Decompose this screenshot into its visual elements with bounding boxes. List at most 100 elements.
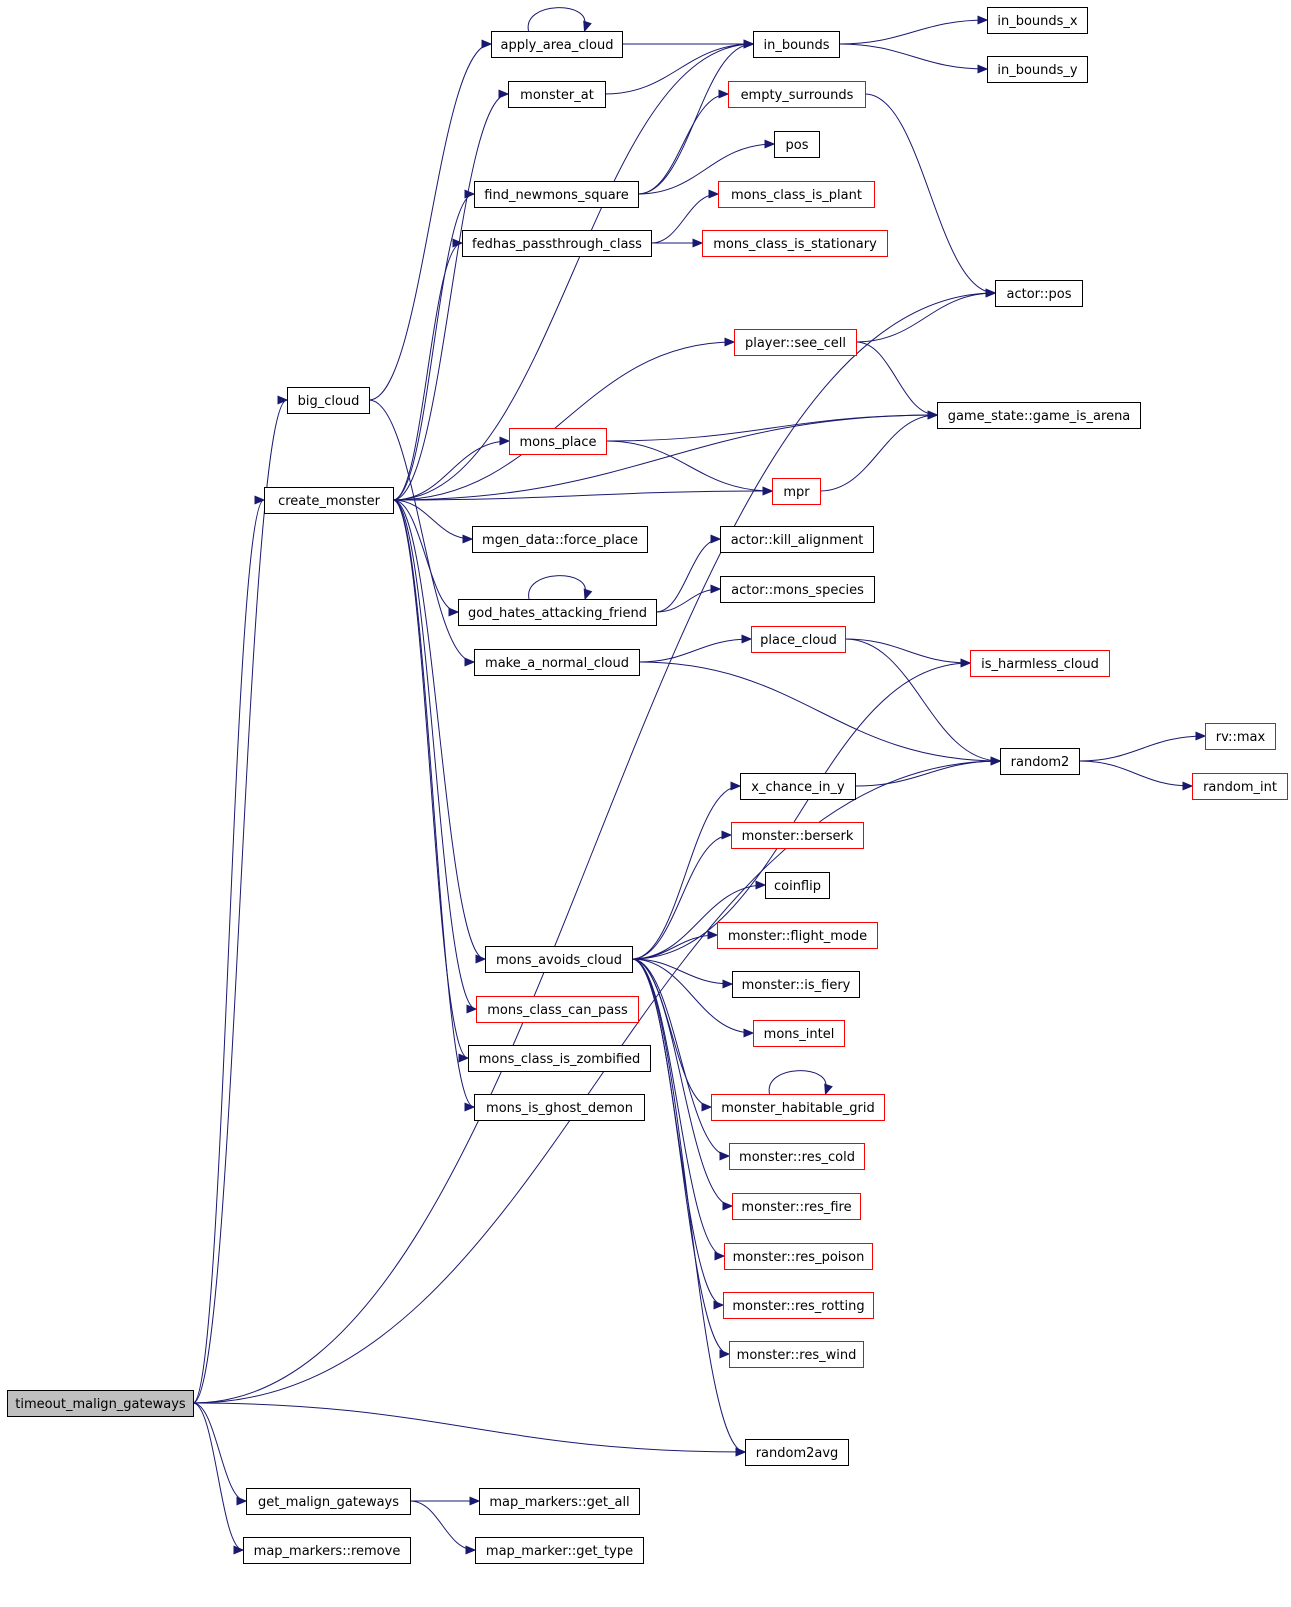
node-fedhas-passthrough-class[interactable]: fedhas_passthrough_class [462, 230, 652, 257]
node-label: rv::max [1216, 730, 1266, 745]
node-kill-alignment[interactable]: actor::kill_alignment [720, 526, 874, 553]
node-create-monster[interactable]: create_monster [264, 487, 394, 514]
node-res-wind[interactable]: monster::res_wind [729, 1341, 864, 1368]
node-label: pos [786, 138, 809, 153]
node-label: monster::res_wind [737, 1348, 857, 1363]
node-mons-class-is-plant[interactable]: mons_class_is_plant [718, 181, 875, 208]
node-label: random_int [1203, 780, 1277, 795]
node-label: mons_is_ghost_demon [486, 1101, 633, 1116]
node-mons-avoids-cloud[interactable]: mons_avoids_cloud [485, 946, 633, 973]
edge-mons-avoids-cloud-to-is-harmless-cloud [631, 658, 972, 960]
edge-mons-avoids-cloud-to-mons-intel-arrowhead [743, 1028, 755, 1038]
node-mons-class-is-zombified[interactable]: mons_class_is_zombified [468, 1045, 651, 1072]
edge-random2-to-random-int-arrowhead [1182, 781, 1194, 791]
edge-find-newmons-square-to-empty-surrounds [637, 89, 730, 195]
node-label: coinflip [774, 879, 821, 894]
node-box [468, 1045, 651, 1072]
node-coinflip[interactable]: coinflip [765, 872, 830, 899]
node-box [772, 478, 821, 505]
node-res-rotting[interactable]: monster::res_rotting [723, 1292, 874, 1319]
node-label: player::see_cell [745, 336, 846, 351]
node-res-poison[interactable]: monster::res_poison [724, 1243, 873, 1270]
edge-find-newmons-square-to-empty-surrounds-line [637, 93, 729, 195]
node-empty-surrounds[interactable]: empty_surrounds [728, 81, 866, 108]
node-flight-mode[interactable]: monster::flight_mode [717, 922, 878, 949]
node-place-cloud[interactable]: place_cloud [751, 626, 846, 653]
edge-apply-area-cloud-to-apply-area-cloud-line [527, 7, 586, 32]
node-box [711, 1094, 885, 1121]
edge-make-a-normal-cloud-to-random2 [638, 661, 1002, 766]
edge-timeout-malign-gateways-to-map-markers-remove-arrowhead [233, 1545, 245, 1555]
node-x-chance-in-y[interactable]: x_chance_in_y [740, 773, 856, 800]
node-game-is-arena[interactable]: game_state::game_is_arena [937, 402, 1141, 429]
node-mons-class-is-stationary[interactable]: mons_class_is_stationary [702, 230, 888, 257]
node-mons-intel[interactable]: mons_intel [753, 1020, 845, 1047]
node-mons-is-ghost-demon[interactable]: mons_is_ghost_demon [474, 1094, 645, 1121]
node-make-a-normal-cloud[interactable]: make_a_normal_cloud [474, 649, 640, 676]
node-box [1192, 773, 1288, 800]
node-label: game_state::game_is_arena [948, 409, 1131, 424]
node-mons-species[interactable]: actor::mons_species [720, 576, 875, 603]
edge-get-malign-gateways-to-get-all-arrowhead [469, 1496, 481, 1506]
node-box [474, 1094, 645, 1121]
node-in-bounds[interactable]: in_bounds [753, 31, 840, 58]
edge-create-monster-to-god-hates-attacking-friend [392, 499, 460, 617]
node-label: mgen_data::force_place [482, 533, 638, 548]
edge-random2-to-rv-max [1078, 731, 1207, 762]
node-box [728, 81, 866, 108]
edge-mons-avoids-cloud-to-berserk-arrowhead [721, 830, 733, 840]
node-in-bounds-y[interactable]: in_bounds_y [987, 56, 1088, 83]
node-find-newmons-square[interactable]: find_newmons_square [474, 181, 639, 208]
edge-fedhas-passthrough-class-to-mons-class-is-stationary [651, 238, 704, 248]
node-big-cloud[interactable]: big_cloud [287, 387, 370, 414]
node-random2avg[interactable]: random2avg [745, 1439, 849, 1466]
node-label: make_a_normal_cloud [485, 656, 629, 671]
node-label: mons_class_is_stationary [713, 237, 877, 252]
edge-mons-avoids-cloud-to-monster-habitable-grid-arrowhead [701, 1102, 713, 1112]
edge-timeout-malign-gateways-to-get-malign-gateways [192, 1402, 248, 1506]
edge-create-monster-to-mons-avoids-cloud [392, 499, 487, 964]
edge-apply-area-cloud-to-apply-area-cloud [527, 7, 592, 33]
node-monster-habitable-grid[interactable]: monster_habitable_grid [711, 1094, 885, 1121]
node-box [462, 230, 652, 257]
edge-mons-avoids-cloud-to-res-wind-arrowhead [719, 1349, 731, 1359]
node-apply-area-cloud[interactable]: apply_area_cloud [491, 31, 623, 58]
edge-in-bounds-to-in-bounds-y-line [838, 43, 988, 70]
node-res-fire[interactable]: monster::res_fire [732, 1193, 861, 1220]
edge-timeout-malign-gateways-to-random2avg [192, 1402, 747, 1457]
edge-timeout-malign-gateways-to-big-cloud [192, 395, 289, 1404]
node-label: in_bounds_x [997, 14, 1078, 29]
node-berserk[interactable]: monster::berserk [731, 822, 864, 849]
node-get-all[interactable]: map_markers::get_all [479, 1488, 640, 1515]
edge-create-monster-to-force-place-arrowhead [462, 534, 474, 544]
node-get-type[interactable]: map_marker::get_type [475, 1537, 644, 1564]
node-is-harmless-cloud[interactable]: is_harmless_cloud [970, 650, 1110, 677]
edge-mons-avoids-cloud-to-res-fire-line [631, 958, 733, 1207]
node-random2[interactable]: random2 [1000, 748, 1080, 775]
node-god-hates-attacking-friend[interactable]: god_hates_attacking_friend [458, 599, 657, 626]
node-label: monster::berserk [742, 829, 854, 844]
node-mons-place[interactable]: mons_place [509, 428, 607, 455]
node-get-malign-gateways[interactable]: get_malign_gateways [246, 1488, 411, 1515]
node-mpr[interactable]: mpr [772, 478, 821, 505]
node-actor-pos[interactable]: actor::pos [995, 280, 1083, 307]
edge-big-cloud-to-make-a-normal-cloud-line [368, 399, 475, 663]
node-player-see-cell[interactable]: player::see_cell [734, 329, 857, 356]
node-monster-at[interactable]: monster_at [508, 81, 606, 108]
edge-mons-place-to-mpr-line [605, 440, 773, 492]
node-is-fiery[interactable]: monster::is_fiery [732, 971, 860, 998]
node-force-place[interactable]: mgen_data::force_place [472, 526, 648, 553]
node-in-bounds-x[interactable]: in_bounds_x [987, 7, 1088, 34]
node-random-int[interactable]: random_int [1192, 773, 1288, 800]
edge-monster-habitable-grid-to-monster-habitable-grid [768, 1070, 833, 1096]
node-map-markers-remove[interactable]: map_markers::remove [243, 1537, 411, 1564]
edge-timeout-malign-gateways-to-actor-pos [192, 288, 997, 1404]
edge-mons-avoids-cloud-to-is-fiery-arrowhead [722, 979, 734, 989]
node-mons-class-can-pass[interactable]: mons_class_can_pass [476, 996, 639, 1023]
node-label: mpr [783, 485, 810, 500]
node-rv-max[interactable]: rv::max [1205, 723, 1276, 750]
node-pos[interactable]: pos [774, 131, 820, 158]
node-res-cold[interactable]: monster::res_cold [729, 1143, 865, 1170]
edge-mons-place-to-mpr-arrowhead [762, 486, 774, 496]
